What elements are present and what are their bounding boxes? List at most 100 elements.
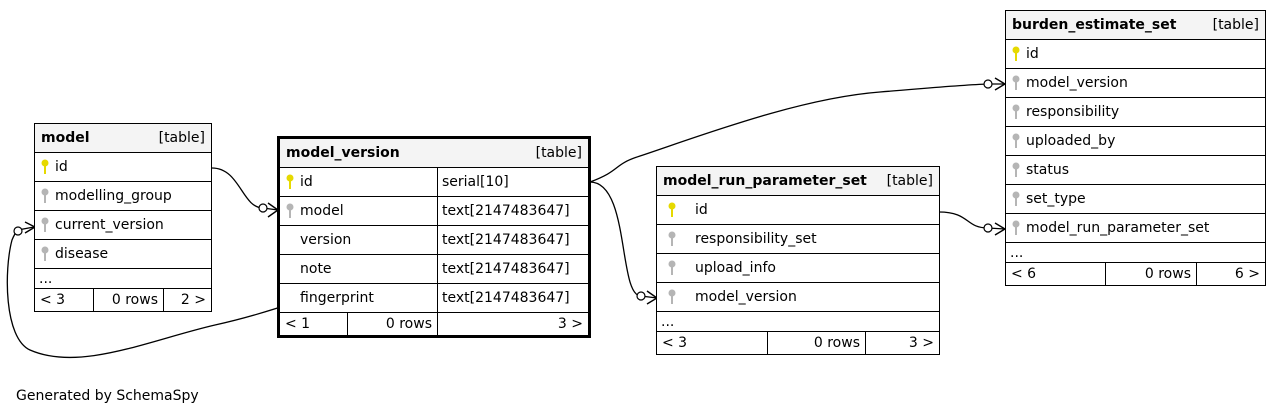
- column-row-model-version[interactable]: model_version: [657, 283, 939, 312]
- column-row-model[interactable]: model text[2147483647]: [280, 197, 588, 226]
- foreign-key-icon: [1006, 69, 1026, 97]
- prev-relations-link[interactable]: < 3: [35, 289, 94, 311]
- column-row-set-type[interactable]: set_type: [1006, 185, 1265, 214]
- foreign-key-icon: [1006, 127, 1026, 155]
- table-kind: [table]: [1212, 17, 1259, 33]
- column-row-modelling-group[interactable]: modelling_group: [35, 182, 211, 211]
- column-name: model_version: [1026, 75, 1128, 91]
- foreign-key-icon: [1006, 185, 1026, 213]
- column-row-note[interactable]: note text[2147483647]: [280, 255, 588, 284]
- foreign-key-icon: [35, 182, 55, 210]
- table-burden-estimate-set[interactable]: burden_estimate_set [table] id model_ver…: [1005, 10, 1266, 286]
- column-name: id: [695, 202, 708, 218]
- edge-model-id-to-model-version-model: [211, 167, 279, 211]
- table-model-version[interactable]: model_version [table] id serial[10] mode…: [277, 136, 591, 338]
- edge-model-version-id-to-mrps-model-version: [589, 181, 658, 299]
- table-footer: < 6 0 rows 6 >: [1006, 263, 1265, 285]
- column-type: text[2147483647]: [442, 232, 570, 248]
- table-header: model [table]: [35, 124, 211, 153]
- column-name: set_type: [1026, 191, 1086, 207]
- column-row-id[interactable]: id: [35, 153, 211, 182]
- foreign-key-icon: [657, 283, 687, 311]
- column-row-fingerprint[interactable]: fingerprint text[2147483647]: [280, 284, 588, 313]
- column-name: id: [1026, 46, 1039, 62]
- column-row-disease[interactable]: disease: [35, 240, 211, 269]
- table-name: model_version: [286, 145, 400, 161]
- column-name: id: [55, 159, 68, 175]
- column-name: responsibility_set: [695, 231, 817, 247]
- primary-key-icon: [657, 196, 687, 224]
- table-name: model_run_parameter_set: [663, 173, 867, 189]
- edge-mrps-id-to-bes-mrps: [938, 211, 1006, 230]
- table-kind: [table]: [158, 130, 205, 146]
- primary-key-icon: [1006, 40, 1026, 68]
- column-row-status[interactable]: status: [1006, 156, 1265, 185]
- next-relations-link[interactable]: 2 >: [180, 292, 206, 308]
- column-name: responsibility: [1026, 104, 1120, 120]
- foreign-key-icon: [1006, 156, 1026, 184]
- column-name: model_version: [695, 289, 797, 305]
- table-model-run-parameter-set[interactable]: model_run_parameter_set [table] id respo…: [656, 166, 940, 355]
- table-header: model_run_parameter_set [table]: [657, 167, 939, 196]
- column-name: modelling_group: [55, 188, 172, 204]
- table-kind: [table]: [535, 145, 582, 161]
- table-name: model: [41, 130, 90, 146]
- column-row-model-run-parameter-set[interactable]: model_run_parameter_set: [1006, 214, 1265, 243]
- next-relations-link[interactable]: 3 >: [908, 335, 934, 351]
- column-type: text[2147483647]: [442, 290, 570, 306]
- foreign-key-icon: [35, 240, 55, 268]
- column-row-id[interactable]: id: [1006, 40, 1265, 69]
- column-row-uploaded-by[interactable]: uploaded_by: [1006, 127, 1265, 156]
- next-relations-link[interactable]: 3 >: [557, 316, 583, 332]
- column-row-version[interactable]: version text[2147483647]: [280, 226, 588, 255]
- column-row-id[interactable]: id: [657, 196, 939, 225]
- column-name: id: [300, 174, 313, 190]
- primary-key-icon: [35, 153, 55, 181]
- column-row-current-version[interactable]: current_version: [35, 211, 211, 240]
- column-row-model-version[interactable]: model_version: [1006, 69, 1265, 98]
- table-footer: < 1 0 rows 3 >: [280, 313, 588, 335]
- column-type: serial[10]: [442, 174, 509, 190]
- more-columns-ellipsis: ...: [657, 312, 939, 332]
- column-name: note: [300, 261, 332, 277]
- prev-relations-link[interactable]: < 1: [280, 313, 348, 335]
- column-row-responsibility-set[interactable]: responsibility_set: [657, 225, 939, 254]
- column-name: status: [1026, 162, 1070, 178]
- table-name: burden_estimate_set: [1012, 17, 1177, 33]
- row-count: 0 rows: [1106, 263, 1197, 285]
- foreign-key-icon: [280, 203, 300, 219]
- foreign-key-icon: [1006, 98, 1026, 126]
- foreign-key-icon: [35, 211, 55, 239]
- column-name: uploaded_by: [1026, 133, 1116, 149]
- column-name: upload_info: [695, 260, 776, 276]
- table-kind: [table]: [886, 173, 933, 189]
- table-footer: < 3 0 rows 2 >: [35, 289, 211, 311]
- prev-relations-link[interactable]: < 6: [1006, 263, 1106, 285]
- generated-by-note: Generated by SchemaSpy: [16, 388, 199, 404]
- foreign-key-icon: [657, 225, 687, 253]
- table-header: model_version [table]: [280, 139, 588, 168]
- column-type: text[2147483647]: [442, 203, 570, 219]
- foreign-key-icon: [657, 254, 687, 282]
- column-name: version: [300, 232, 352, 248]
- column-name: model_run_parameter_set: [1026, 220, 1210, 236]
- more-columns-ellipsis: ...: [35, 269, 211, 289]
- more-columns-ellipsis: ...: [1006, 243, 1265, 263]
- column-row-id[interactable]: id serial[10]: [280, 168, 588, 197]
- column-row-responsibility[interactable]: responsibility: [1006, 98, 1265, 127]
- column-name: disease: [55, 246, 109, 262]
- row-count: 0 rows: [94, 289, 164, 311]
- next-relations-link[interactable]: 6 >: [1234, 266, 1260, 282]
- foreign-key-icon: [1006, 214, 1026, 242]
- table-footer: < 3 0 rows 3 >: [657, 332, 939, 354]
- column-type: text[2147483647]: [442, 261, 570, 277]
- table-header: burden_estimate_set [table]: [1006, 11, 1265, 40]
- table-model[interactable]: model [table] id modelling_group current…: [34, 123, 212, 312]
- column-row-upload-info[interactable]: upload_info: [657, 254, 939, 283]
- row-count: 0 rows: [348, 313, 438, 335]
- column-name: current_version: [55, 217, 164, 233]
- column-name: model: [300, 203, 344, 219]
- row-count: 0 rows: [768, 332, 866, 354]
- primary-key-icon: [280, 174, 300, 190]
- prev-relations-link[interactable]: < 3: [657, 332, 768, 354]
